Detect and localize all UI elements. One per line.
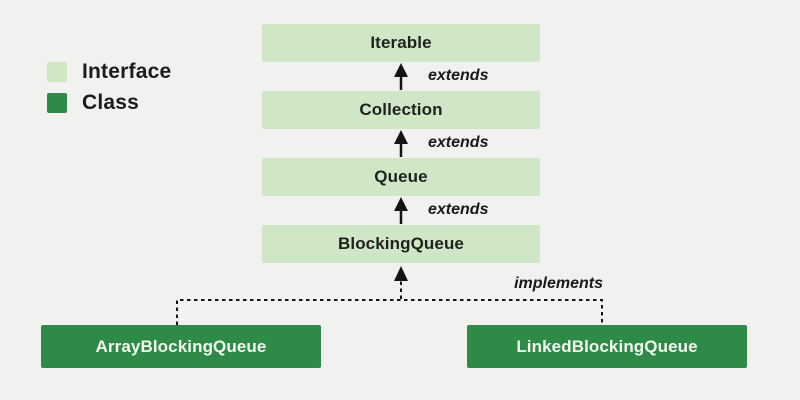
implements-arrowhead [394,266,408,281]
node-blockingqueue: BlockingQueue [262,225,540,263]
legend: Interface Class [47,60,172,124]
interface-color-swatch [47,62,67,82]
legend-item-class: Class [47,91,171,114]
legend-label-class: Class [82,91,140,114]
edge-label-extends-1: extends [428,67,489,84]
node-linkedblockingqueue: LinkedBlockingQueue [467,325,747,368]
class-color-swatch [47,93,67,113]
legend-label-interface: Interface [82,60,172,83]
node-collection: Collection [262,91,540,129]
extends-arrow-queue-to-collection [394,130,408,157]
edge-label-extends-2: extends [428,134,489,151]
node-arrayblockingqueue: ArrayBlockingQueue [41,325,321,368]
node-queue: Queue [262,158,540,196]
node-iterable: Iterable [262,24,540,62]
extends-arrow-blockingqueue-to-queue [394,197,408,224]
legend-item-interface: Interface [47,60,172,83]
edge-label-extends-3: extends [428,201,489,218]
extends-arrow-collection-to-iterable [394,63,408,90]
edge-label-implements: implements [514,275,603,292]
